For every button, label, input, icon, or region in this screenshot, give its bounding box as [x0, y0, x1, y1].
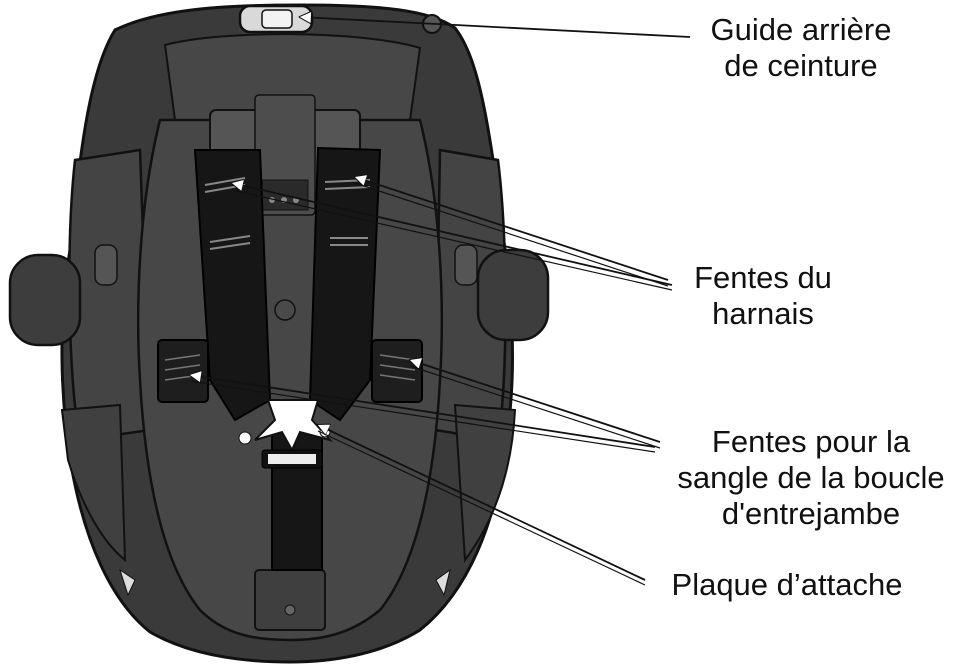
right-buckle-slot [371, 339, 423, 403]
callout-sangle-left2 [189, 380, 656, 453]
label-guide-line2: de ceinture [724, 48, 878, 83]
label-plaque-line1: Plaque d’attache [671, 567, 903, 602]
callout-harness-left2 [231, 189, 673, 291]
label-sangle-line1: Fentes pour la [711, 424, 911, 459]
callout-harness-left [232, 183, 673, 286]
label-sangle-line3: d'entrejambe [721, 496, 901, 531]
label-guide-arriere: Guide arrière de ceinture [676, 12, 926, 84]
label-fentes-sangle: Fentes pour la sangle de la boucle d'ent… [652, 424, 970, 532]
label-plaque-attache: Plaque d’attache [642, 567, 932, 603]
headrest-area [163, 33, 422, 121]
callout-lines [189, 17, 691, 586]
label-fentes-line2: harnais [712, 296, 814, 331]
callout-plaque2 [317, 430, 646, 586]
right-lower-pad [453, 403, 517, 563]
callout-guide [300, 17, 691, 38]
left-lower-pad [60, 403, 127, 563]
label-guide-line1: Guide arrière [710, 12, 892, 47]
harness [157, 146, 423, 571]
label-fentes-line1: Fentes du [694, 260, 832, 295]
chest-clip [254, 399, 333, 453]
callout-harness-right2 [354, 182, 669, 287]
callout-plaque [318, 425, 646, 581]
label-sangle-line2: sangle de la boucle [677, 460, 945, 495]
callout-sangle-right [410, 360, 661, 443]
callout-sangle-left [190, 375, 656, 448]
label-fentes-harnais: Fentes du harnais [663, 260, 863, 332]
callout-harness-right [355, 177, 669, 281]
callout-sangle-right2 [409, 365, 661, 449]
right-handle [476, 248, 550, 342]
left-buckle-slot [157, 339, 209, 403]
left-handle [8, 253, 82, 347]
